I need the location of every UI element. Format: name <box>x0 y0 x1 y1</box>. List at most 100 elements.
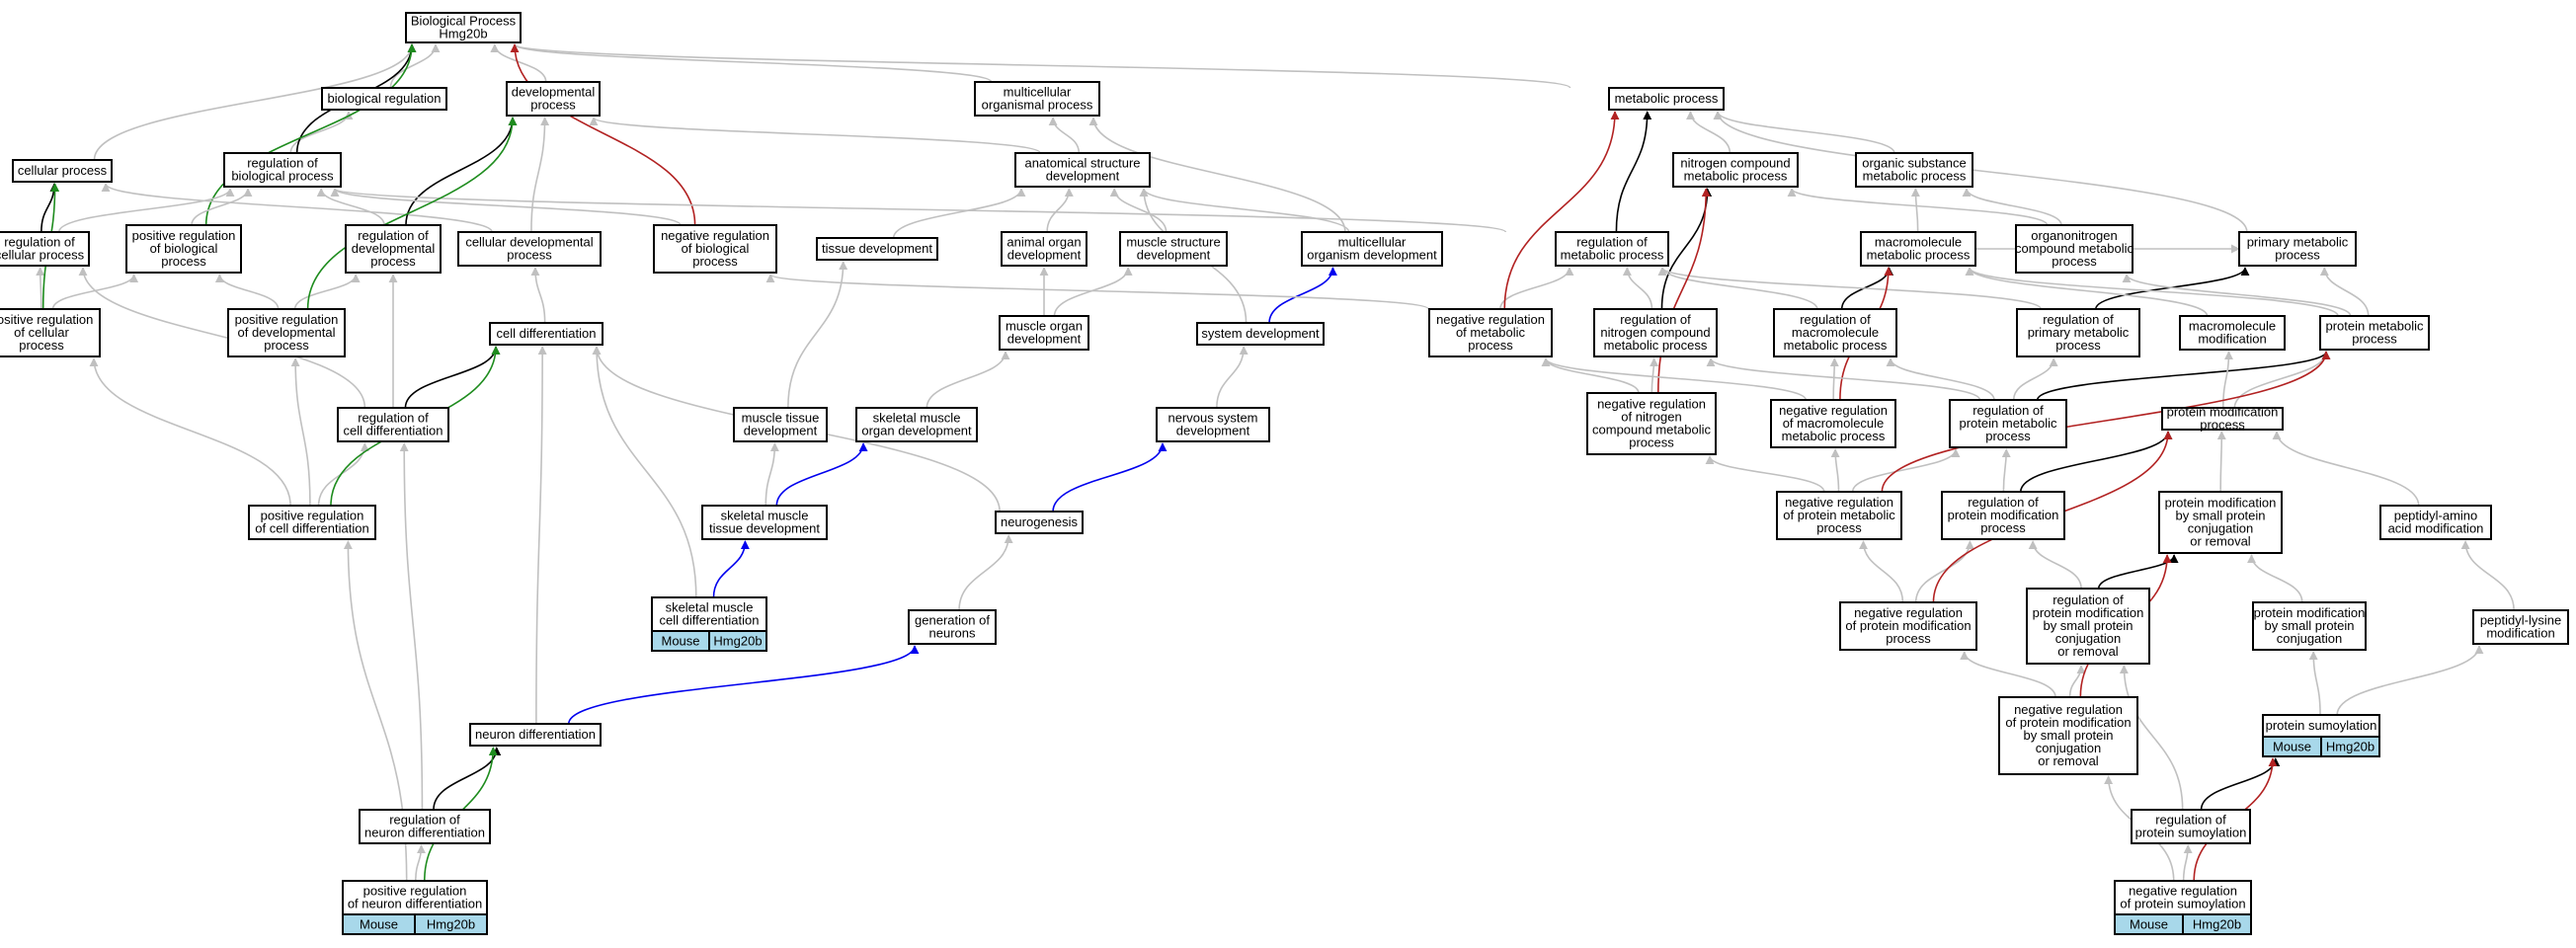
edge-posregdev-to-regdev <box>293 274 361 310</box>
edge-posregbio-to-regbio <box>191 188 253 226</box>
edge-protmeta-to-organo <box>2122 274 2352 317</box>
edge-macromod-to-macro <box>1965 267 2209 317</box>
edge-protmod-to-protmeta <box>2233 351 2331 409</box>
go-node-sysdev[interactable]: system development <box>1196 322 1325 346</box>
edge-organo-to-orgsub <box>1962 188 2062 226</box>
go-node-celldiff[interactable]: cell differentiation <box>489 322 604 346</box>
edge-sumo-to-protmodsmallconj <box>2308 651 2321 716</box>
node-label-line: modification <box>2198 332 2266 347</box>
node-label-line: positive regulation <box>363 884 467 899</box>
node-label-line: conjugation <box>2036 741 2102 755</box>
node-label-line: conjugation <box>2277 631 2343 646</box>
go-node-neurogenesis[interactable]: neurogenesis <box>995 511 1084 534</box>
node-label-line: regulation of <box>2053 592 2124 607</box>
node-label-line: protein modification <box>1948 508 2059 522</box>
edge-regmeta-to-meta <box>1615 111 1652 233</box>
node-label-line: protein sumoylation <box>2266 718 2377 733</box>
node-box <box>489 322 604 346</box>
edge-meta-to-bp <box>510 43 1571 89</box>
go-node-bioreg[interactable]: biological regulation <box>321 87 447 111</box>
node-label-line: skeletal muscle <box>666 600 754 615</box>
node-box <box>0 308 101 357</box>
go-node-cellproc[interactable]: cellular process <box>12 159 113 183</box>
node-box <box>1672 152 1799 188</box>
edge-regprotmodsmall-to-protmodsmall <box>2097 554 2179 590</box>
edge-regcelldiff-to-celldiff <box>404 346 501 409</box>
edge-negregnitro-to-nitro <box>1657 188 1711 394</box>
node-box <box>223 152 342 188</box>
node-label-line: process <box>1629 435 1674 450</box>
edge-protmeta-to-primary <box>2319 267 2370 317</box>
node-label-line: protein metabolic <box>1960 416 2057 431</box>
node-label-line: of nitrogen <box>1621 410 1681 425</box>
edge-organo-to-nitro <box>1787 188 2049 226</box>
go-node-neurondiff[interactable]: neuron differentiation <box>469 723 602 747</box>
go-node-meta[interactable]: metabolic process <box>1608 87 1725 111</box>
node-label-line: by small protein <box>2175 509 2265 523</box>
node-box <box>469 723 602 747</box>
edge-negregprotmeta-to-negregmacro <box>1830 448 1840 493</box>
edge-protmeta-to-macro <box>1965 267 2339 317</box>
node-box <box>1119 231 1228 267</box>
go-node-tissue[interactable]: tissue development <box>816 237 938 261</box>
node-label-line: metabolic process <box>1867 248 1971 263</box>
node-label-line: acid modification <box>2388 521 2484 536</box>
edge-skelorgan-to-musorgan <box>926 351 1010 409</box>
node-box <box>2252 601 2367 651</box>
